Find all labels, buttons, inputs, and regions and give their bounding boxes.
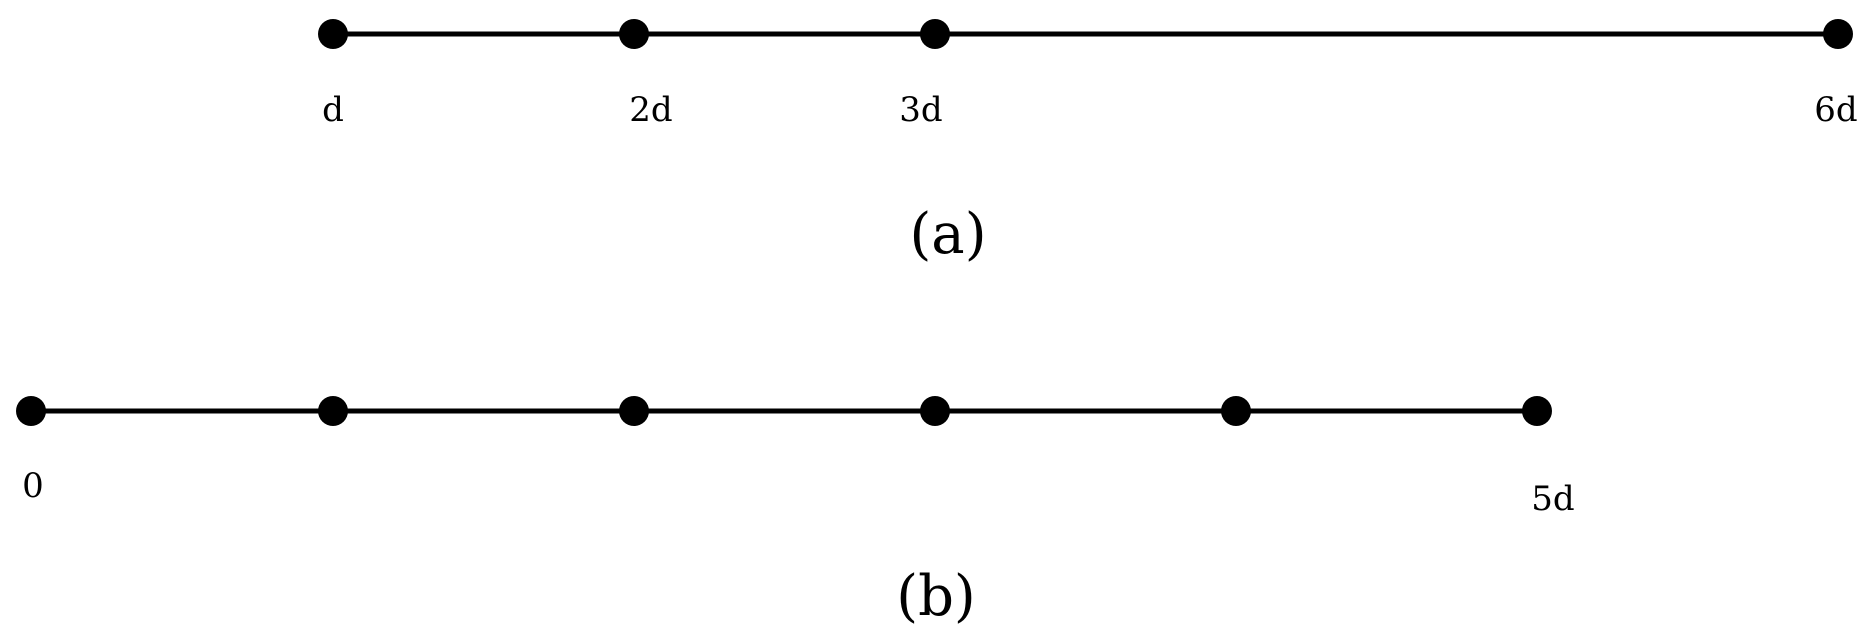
- panel-a: d 2d 3d 6d (a): [318, 19, 1858, 267]
- panel-b-point-5d: [1522, 396, 1552, 426]
- panel-a-caption: (a): [909, 202, 986, 267]
- panel-b-caption: (b): [896, 564, 976, 629]
- panel-a-point-d: [318, 19, 348, 49]
- panel-b-point-1: [318, 396, 348, 426]
- panel-a-label-3d: 3d: [899, 90, 942, 130]
- panel-b-label-0: 0: [22, 466, 44, 506]
- panel-b-label-5d: 5d: [1531, 479, 1574, 519]
- panel-b-point-0: [16, 396, 46, 426]
- panel-a-label-d: d: [322, 90, 344, 130]
- panel-a-point-3d: [920, 19, 950, 49]
- panel-a-point-6d: [1823, 19, 1853, 49]
- panel-b: 0 5d (b): [16, 396, 1575, 629]
- panel-a-label-6d: 6d: [1814, 90, 1857, 130]
- panel-b-point-4: [1221, 396, 1251, 426]
- panel-b-point-2: [619, 396, 649, 426]
- panel-a-point-2d: [619, 19, 649, 49]
- panel-b-point-3: [920, 396, 950, 426]
- panel-a-label-2d: 2d: [629, 90, 672, 130]
